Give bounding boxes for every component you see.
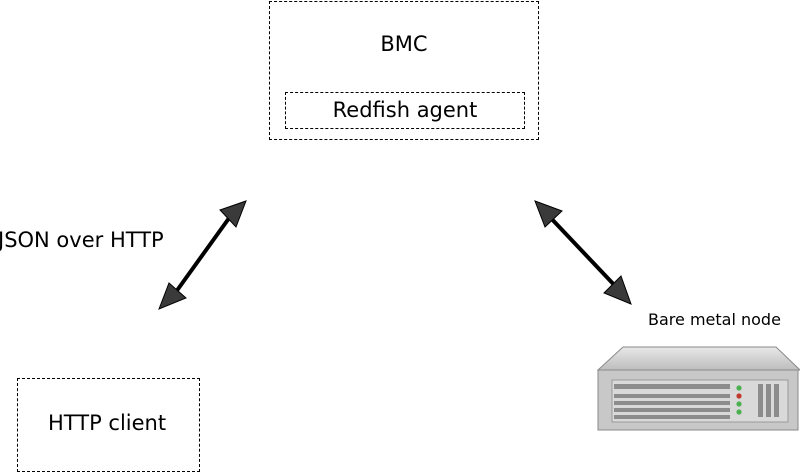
redfish-agent-box: Redfish agent (285, 92, 525, 129)
arrowhead-bottom-right (603, 275, 632, 305)
bmc-node-arrow (534, 200, 632, 305)
json-over-http-label: JSON over HTTP (0, 228, 164, 252)
arrowhead-top-left (219, 200, 247, 228)
bmc-title: BMC (380, 32, 428, 56)
redfish-agent-label: Redfish agent (332, 98, 478, 122)
server-icon (596, 346, 800, 431)
arrowhead-top-right (534, 200, 563, 228)
bmc-box: BMC Redfish agent (269, 1, 539, 140)
bare-metal-node-label: Bare metal node (648, 310, 781, 329)
client-bmc-arrow (158, 200, 247, 310)
http-client-label: HTTP client (48, 411, 167, 435)
http-client-box: HTTP client (17, 378, 200, 472)
arrowhead-bottom-left (158, 282, 187, 310)
